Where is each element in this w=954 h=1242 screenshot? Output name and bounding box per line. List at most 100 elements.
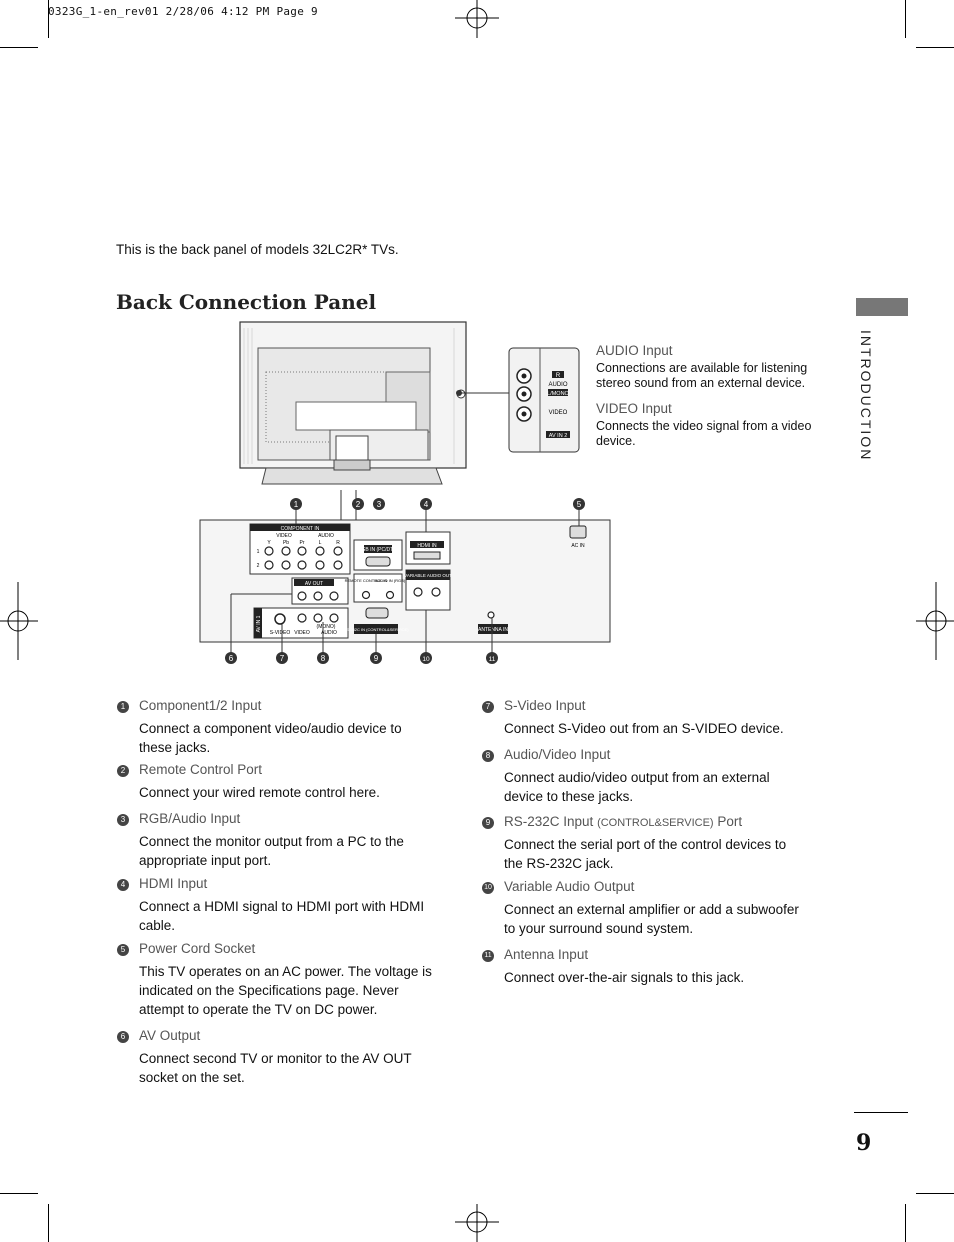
section-tab (856, 298, 908, 316)
item-description: Connect over-the-air signals to this jac… (504, 970, 745, 985)
item-title: S-Video Input (504, 698, 586, 713)
marker-5: 5 (577, 500, 582, 509)
mono-label: (MONO) (317, 624, 336, 630)
marker-9: 9 (374, 654, 379, 663)
item-number: 6 (117, 1031, 129, 1043)
item-number: 1 (117, 701, 129, 713)
item-title: Remote Control Port (139, 762, 263, 777)
item-description: Connect your wired remote control here. (139, 785, 380, 800)
crop-mark (0, 47, 38, 48)
item-title: Antenna Input (504, 947, 589, 962)
marker-4: 4 (424, 500, 429, 509)
item-number: 11 (482, 950, 494, 962)
item-number: 7 (482, 701, 494, 713)
av-out-label: AV OUT (305, 581, 323, 587)
remote-control-in-label: REMOTE CONTROL IN (345, 578, 388, 583)
component-pb-label: Pb (283, 540, 289, 546)
section-title: Back Connection Panel (116, 290, 377, 314)
item-description: Connect a component video/audio device t… (139, 721, 402, 755)
variable-audio-out-label: VARIABLE AUDIO OUT (404, 573, 452, 578)
crop-mark (48, 0, 49, 38)
component-video-label: VIDEO (276, 533, 292, 539)
crop-mark (0, 1193, 38, 1194)
item-description: Connect second TV or monitor to the AV O… (139, 1051, 412, 1085)
item-description: Connect the serial port of the control d… (504, 837, 787, 871)
rs232c-in-label: RS-232C IN (CONTROL&SERVICE) (343, 627, 409, 632)
item-number: 8 (482, 750, 494, 762)
marker-7: 7 (280, 654, 285, 663)
side-l-mono-label: L/MONO (547, 391, 569, 397)
component-in-label: COMPONENT IN (281, 526, 320, 532)
item-title: Variable Audio Output (504, 879, 635, 894)
list-item: 9 RS-232C Input (CONTROL&SERVICE) Port C… (482, 814, 802, 873)
crop-mark (916, 1193, 954, 1194)
marker-1: 1 (294, 500, 299, 509)
component-row-1-label: 1 (257, 549, 260, 555)
component-r-label: R (336, 540, 340, 546)
list-item: 2 Remote Control Port Connect your wired… (117, 762, 437, 802)
item-title: AV Output (139, 1028, 201, 1043)
crop-mark (905, 1204, 906, 1242)
audio-input-callout: AUDIO Input Connections are available fo… (596, 343, 816, 391)
video-input-title: VIDEO Input (596, 401, 672, 416)
list-item: 11 Antenna Input Connect over-the-air si… (482, 947, 802, 987)
component-pr-label: Pr (300, 540, 305, 546)
item-number: 4 (117, 879, 129, 891)
side-video-label: VIDEO (549, 410, 568, 416)
side-av-in-2-label: AV IN 2 (549, 433, 568, 439)
av-in-audio-label: AUDIO (321, 630, 337, 636)
list-item: 5 Power Cord Socket This TV operates on … (117, 941, 437, 1019)
av-in-1-label: AV IN 1 (256, 615, 262, 632)
marker-10: 10 (422, 656, 430, 663)
marker-8: 8 (321, 654, 326, 663)
list-item: 6 AV Output Connect second TV or monitor… (117, 1028, 437, 1087)
side-av-panel: R AUDIO L/MONO VIDEO AV IN 2 (508, 347, 580, 453)
item-number: 5 (117, 944, 129, 956)
side-r-label: R (556, 373, 561, 379)
section-side-label: INTRODUCTION (858, 330, 874, 462)
hdmi-in-label: HDMI IN (417, 543, 437, 549)
antenna-in-label: ANTENNA IN (478, 627, 508, 633)
component-l-label: L (319, 540, 322, 546)
item-title-part: RS-232C Input (504, 814, 598, 829)
video-input-desc: Connects the video signal from a video d… (596, 419, 812, 448)
list-item: 10 Variable Audio Output Connect an exte… (482, 879, 802, 938)
tv-rear-diagram (239, 321, 467, 485)
item-number: 3 (117, 814, 129, 826)
item-description: This TV operates on an AC power. The vol… (139, 964, 432, 1017)
item-description: Connect a HDMI signal to HDMI port with … (139, 899, 425, 933)
item-title: Audio/Video Input (504, 747, 611, 762)
rgb-in-label: RGB IN (PC/DTV) (358, 547, 399, 553)
item-description: Connect audio/video output from an exter… (504, 770, 770, 804)
page-number-rule (854, 1112, 908, 1113)
list-item: 4 HDMI Input Connect a HDMI signal to HD… (117, 876, 437, 935)
av-in-video-label: VIDEO (294, 630, 310, 636)
item-description: Connect the monitor output from a PC to … (139, 834, 404, 868)
print-info: 0323G_1-en_rev01 2/28/06 4:12 PM Page 9 (48, 5, 318, 18)
item-number: 10 (482, 882, 494, 894)
list-item: 8 Audio/Video Input Connect audio/video … (482, 747, 802, 806)
list-item: 3 RGB/Audio Input Connect the monitor ou… (117, 811, 437, 870)
intro-text: This is the back panel of models 32LC2R*… (116, 242, 399, 257)
component-y-label: Y (267, 540, 271, 546)
side-audio-label: AUDIO (548, 382, 567, 388)
connection-panel-diagram: COMPONENT IN VIDEO AUDIO Y Pb Pr L R 1 2… (199, 490, 611, 664)
item-title-part: Port (713, 814, 743, 829)
marker-3: 3 (377, 500, 382, 509)
item-title: Component1/2 Input (139, 698, 262, 713)
item-number: 2 (117, 765, 129, 777)
audio-input-desc: Connections are available for listening … (596, 361, 808, 390)
marker-11: 11 (489, 656, 496, 663)
item-title-part: (CONTROL&SERVICE) (597, 817, 714, 829)
component-audio-label: AUDIO (318, 533, 334, 539)
audio-in-rgb-label: AUDIO IN (RGB) (375, 578, 406, 583)
page-number: 9 (856, 1130, 872, 1156)
item-description: Connect an external amplifier or add a s… (504, 902, 799, 936)
marker-6: 6 (229, 654, 234, 663)
component-row-2-label: 2 (257, 563, 260, 569)
crop-mark (48, 1204, 49, 1242)
crop-mark (905, 0, 906, 38)
audio-input-title: AUDIO Input (596, 343, 673, 358)
